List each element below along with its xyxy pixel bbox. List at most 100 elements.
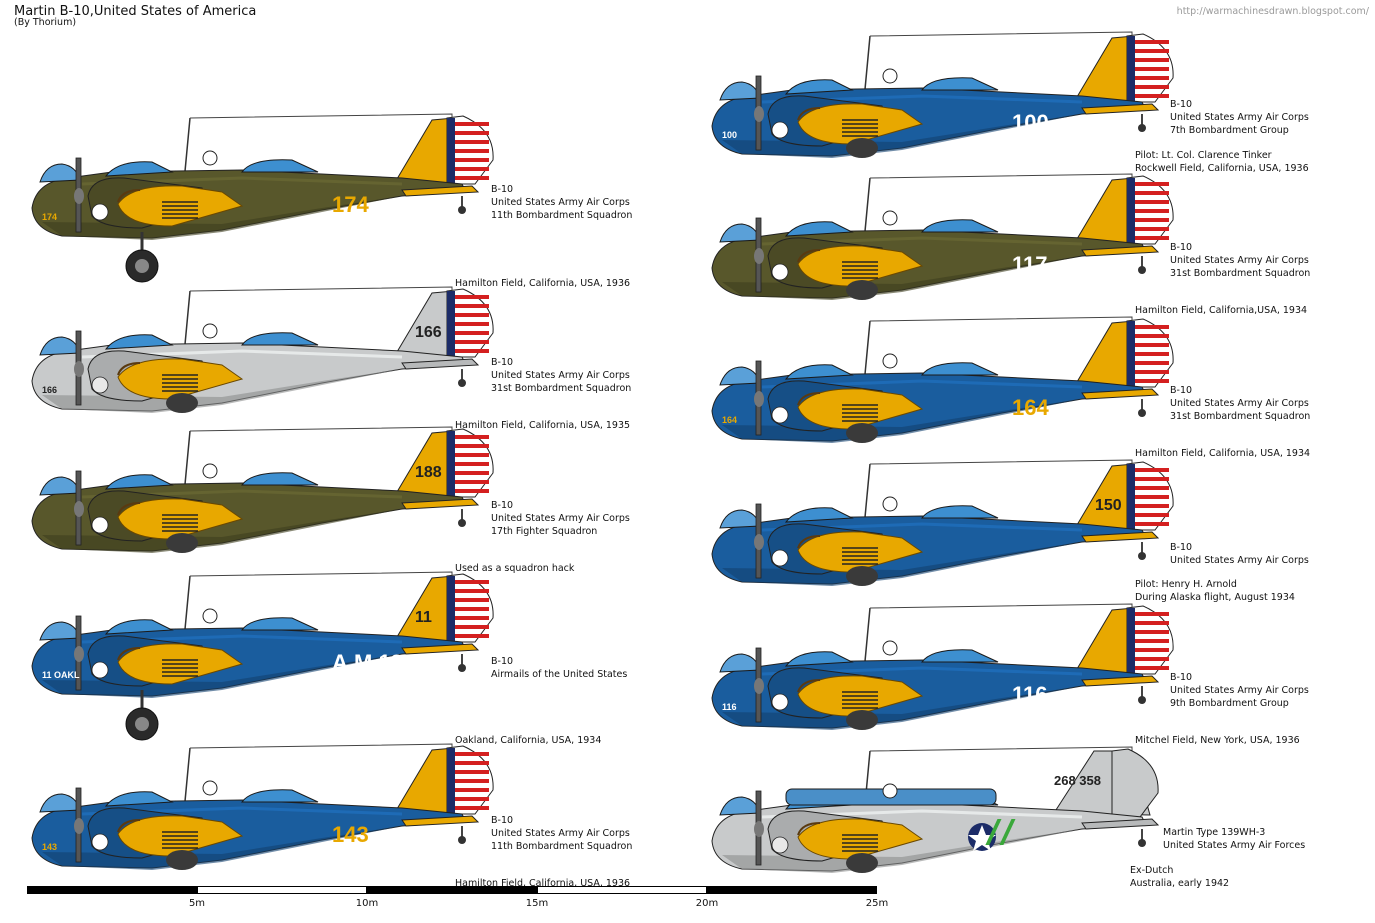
aircraft-drawing: 150 <box>711 459 1174 586</box>
wheel-hub <box>135 717 149 731</box>
aircraft-profile: 150 <box>702 458 1182 636</box>
antenna-wire <box>189 571 453 578</box>
nose-turret <box>719 366 761 386</box>
rudder-stripe <box>1129 200 1169 204</box>
fin-number: 166 <box>415 324 442 341</box>
rudder-stripe <box>1129 513 1169 517</box>
tail-number: 100 <box>1012 110 1049 135</box>
propeller-hub <box>754 248 764 264</box>
rudder-stripe <box>1129 67 1169 71</box>
rudder-stripe <box>1129 76 1169 80</box>
rudder <box>1126 33 1174 103</box>
front-canopy <box>784 651 854 667</box>
tailwheel <box>1138 409 1146 417</box>
unit-insignia <box>91 376 109 394</box>
fuselage-shadow <box>42 509 402 553</box>
propeller-hub <box>754 534 764 550</box>
unit-insignia <box>91 661 109 679</box>
propeller-hub <box>754 106 764 122</box>
rudder-blue-band <box>1127 178 1135 244</box>
rudder-stripe <box>449 313 489 317</box>
rudder-stripe <box>1129 495 1169 499</box>
rear-canopy <box>241 789 319 803</box>
front-canopy <box>104 161 174 177</box>
rudder-stripe <box>1129 379 1169 383</box>
rudder-stripe <box>449 349 489 353</box>
rudder-stripe <box>449 625 489 629</box>
antenna-wire <box>189 113 453 120</box>
nose-turret <box>719 796 761 816</box>
unit-insignia <box>91 516 109 534</box>
nose-number: 143 <box>42 842 57 852</box>
unit-insignia <box>771 549 789 567</box>
rudder-stripe <box>1129 85 1169 89</box>
exhaust-pipe <box>117 819 141 833</box>
direction-finder-loop <box>202 780 218 796</box>
tailwheel <box>1138 839 1146 847</box>
unit-insignia <box>771 121 789 139</box>
fuselage-shadow <box>42 369 402 413</box>
rear-canopy <box>241 159 319 173</box>
rudder <box>446 745 494 815</box>
rudder-stripe <box>449 806 489 810</box>
direction-finder-loop <box>882 640 898 656</box>
rudder-blue-band <box>447 431 455 497</box>
front-canopy <box>104 474 174 490</box>
aircraft-note: Oakland, California, USA, 1934 <box>455 735 602 746</box>
exhaust-pipe <box>117 647 141 661</box>
direction-finder-loop <box>202 150 218 166</box>
rudder <box>1126 318 1174 388</box>
rudder <box>446 428 494 498</box>
rudder-stripe <box>449 598 489 602</box>
tailwheel <box>1138 552 1146 560</box>
aircraft-drawing: 188 <box>31 426 494 553</box>
identification-stripe <box>999 819 1016 845</box>
tailwheel <box>1138 266 1146 274</box>
retracted-wheel <box>846 423 878 443</box>
unit-insignia <box>771 263 789 281</box>
rudder-stripe <box>449 122 489 126</box>
scale-tick: 15m <box>525 898 549 909</box>
tail-number: 116 <box>1012 682 1048 707</box>
rudder-stripe <box>449 580 489 584</box>
exhaust-pipe <box>797 249 821 263</box>
fuselage-shadow <box>42 654 402 698</box>
retracted-wheel <box>846 853 878 873</box>
aircraft-note: Used as a squadron hack <box>455 563 575 574</box>
rudder-stripe <box>449 761 489 765</box>
unit-insignia <box>771 693 789 711</box>
retracted-wheel <box>846 710 878 730</box>
aircraft-profile: 188 <box>22 425 502 603</box>
propeller-hub <box>74 818 84 834</box>
fuselage-shadow <box>722 542 1082 586</box>
tailwheel <box>458 206 466 214</box>
nose-turret <box>719 509 761 529</box>
rudder-stripe <box>449 131 489 135</box>
rudder-stripe <box>449 331 489 335</box>
retracted-wheel <box>846 138 878 158</box>
aircraft-note: Hamilton Field, California,USA, 1934 <box>1135 305 1308 316</box>
retracted-wheel <box>166 393 198 413</box>
rudder-blue-band <box>1127 464 1135 530</box>
rudder-stripe <box>1129 477 1169 481</box>
rudder-stripe <box>1129 182 1169 186</box>
exhaust-pipe <box>117 362 141 376</box>
direction-finder-loop <box>202 608 218 624</box>
tailwheel <box>1138 696 1146 704</box>
rudder-stripe <box>1129 621 1169 625</box>
rudder-blue-band <box>1127 321 1135 387</box>
tailplane <box>401 643 480 655</box>
scale-tick: 10m <box>355 898 379 909</box>
rudder-stripe <box>1129 630 1169 634</box>
front-canopy <box>784 507 854 523</box>
rear-canopy <box>921 362 999 376</box>
tailplane <box>1081 531 1160 543</box>
